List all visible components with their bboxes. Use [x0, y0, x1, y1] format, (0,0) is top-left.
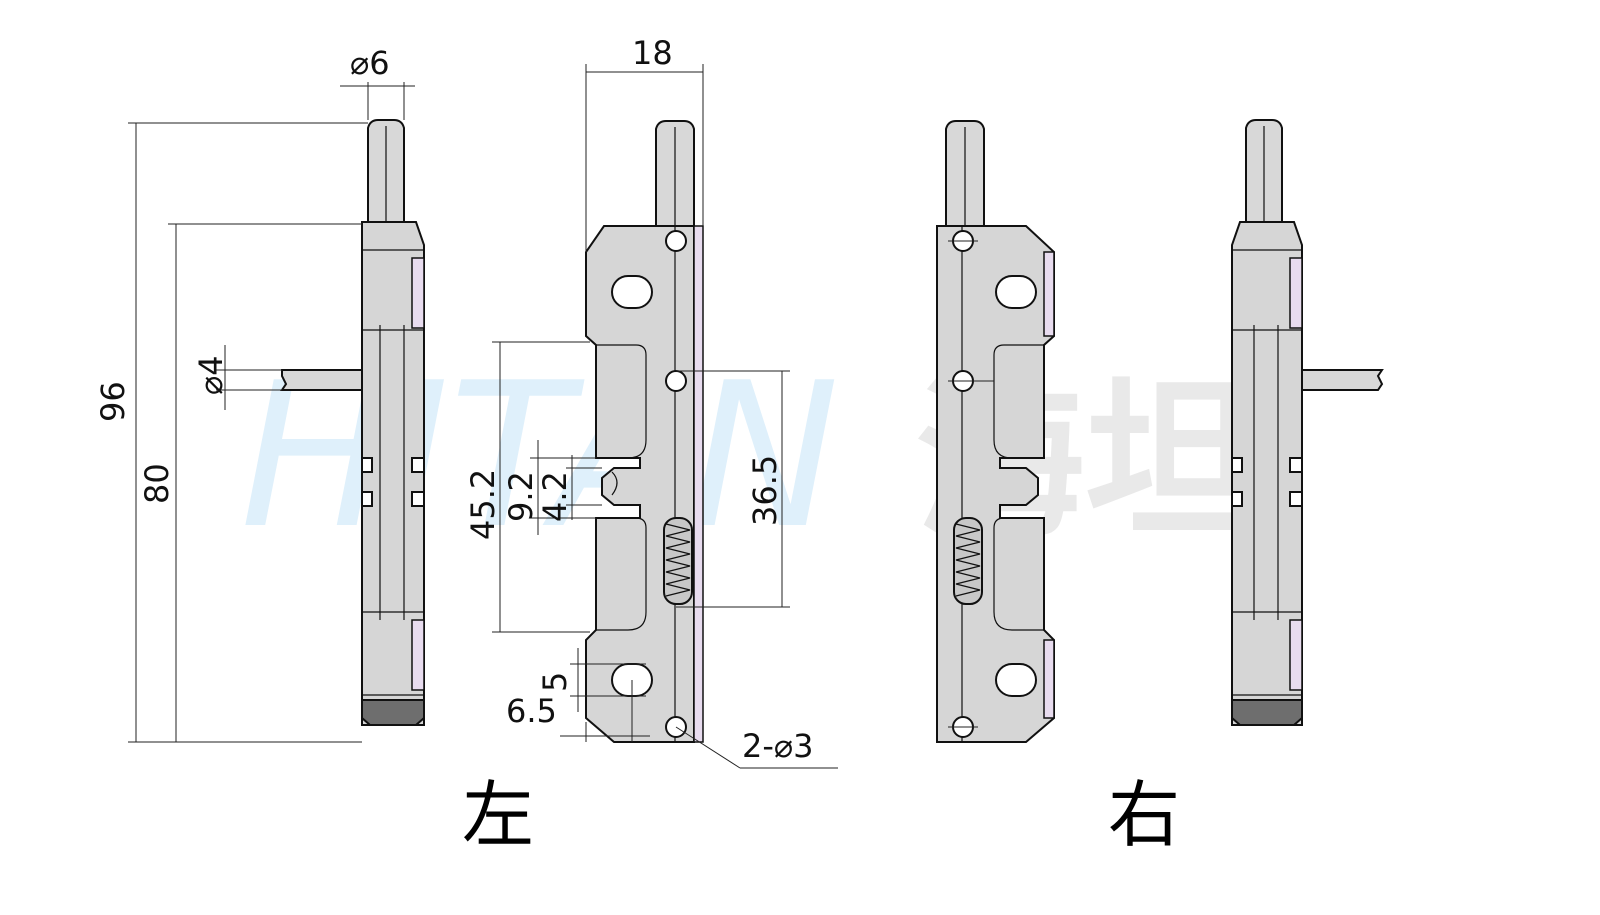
dim-mount-holes: 2-⌀3 — [742, 727, 814, 765]
dim-notch-inner: 4.2 — [536, 471, 574, 522]
dim-notch-span: 9.2 — [502, 471, 540, 522]
caption-left: 左 — [462, 773, 534, 857]
left-front-view — [585, 120, 704, 743]
dim-slot-span: 45.2 — [464, 469, 502, 540]
right-side-view — [1231, 119, 1384, 726]
dim-hole-spacing: 36.5 — [746, 455, 784, 526]
dim-width: 18 — [632, 34, 673, 72]
dimension-lines-view2 — [492, 64, 838, 769]
dimension-lines-view1 — [128, 82, 415, 743]
caption-right: 右 — [1108, 773, 1180, 857]
left-side-view — [280, 119, 425, 726]
dim-slot-offset: 6.5 — [506, 692, 557, 730]
right-front-view — [936, 120, 1055, 743]
dim-overall-length: 96 — [94, 381, 132, 422]
dim-side-pin-diameter: ⌀4 — [192, 355, 230, 395]
dim-body-length: 80 — [138, 463, 176, 504]
dim-slot-height: 5 — [536, 672, 574, 692]
dim-pin-diameter: ⌀6 — [350, 44, 390, 82]
